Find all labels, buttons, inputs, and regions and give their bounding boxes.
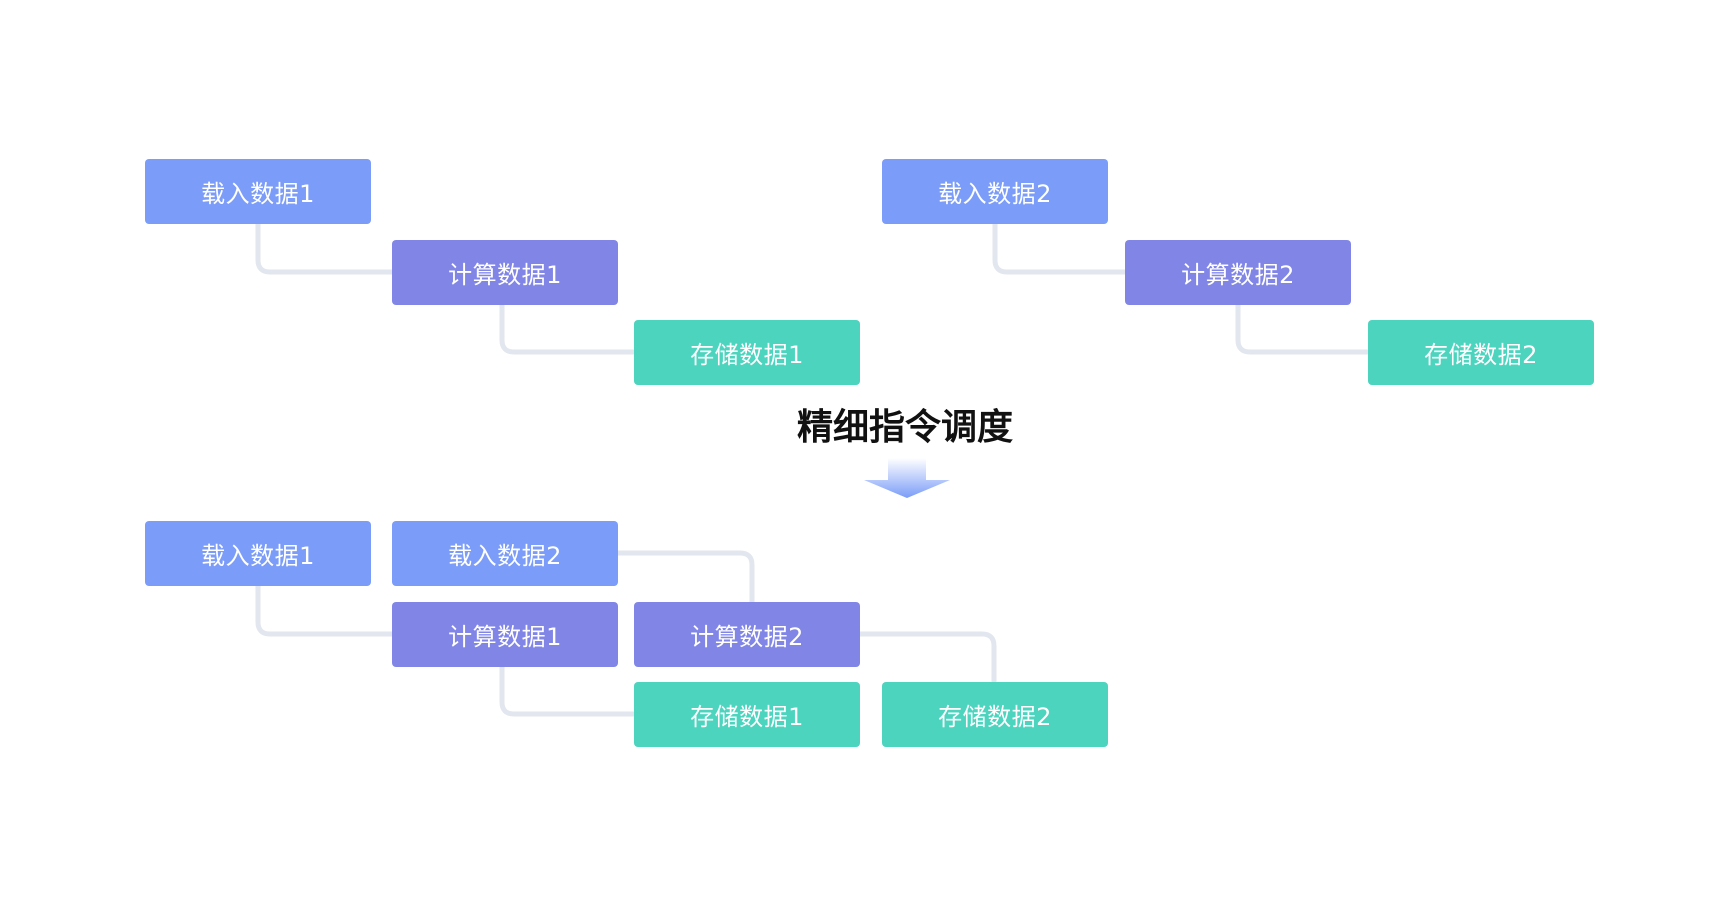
after-load-data-1: 载入数据1 (145, 521, 371, 586)
after-compute-data-2: 计算数据2 (634, 602, 860, 667)
node-label: 载入数据2 (938, 180, 1052, 208)
connector-compute1-store1 (499, 301, 637, 355)
connector-load2-compute2 (992, 221, 1128, 275)
before-store-data-2: 存储数据2 (1368, 320, 1594, 385)
after-load-data-2: 载入数据2 (392, 521, 618, 586)
node-label: 存储数据1 (690, 703, 804, 731)
node-label: 存储数据2 (938, 703, 1052, 731)
connector-load1-compute1 (255, 221, 395, 275)
after-compute-data-1: 计算数据1 (392, 602, 618, 667)
connector-load2-compute2-after (615, 550, 755, 607)
before-load-data-1: 载入数据1 (145, 159, 371, 224)
before-load-data-2: 载入数据2 (882, 159, 1108, 224)
after-store-data-2: 存储数据2 (882, 682, 1108, 747)
node-label: 载入数据1 (201, 180, 315, 208)
connector-compute2-store2 (1235, 301, 1371, 355)
node-label: 存储数据2 (1424, 341, 1538, 369)
connector-compute2-store2-after (857, 631, 997, 687)
node-label: 计算数据1 (448, 623, 562, 651)
before-store-data-1: 存储数据1 (634, 320, 860, 385)
connector-compute1-store1-after (499, 663, 637, 717)
after-store-data-1: 存储数据1 (634, 682, 860, 747)
node-label: 载入数据2 (448, 542, 562, 570)
before-compute-data-1: 计算数据1 (392, 240, 618, 305)
down-arrow-icon (864, 458, 950, 498)
node-label: 载入数据1 (201, 542, 315, 570)
node-label: 计算数据2 (690, 623, 804, 651)
before-compute-data-2: 计算数据2 (1125, 240, 1351, 305)
node-label: 计算数据2 (1181, 261, 1295, 289)
node-label: 存储数据1 (690, 341, 804, 369)
diagram-title: 精细指令调度 (796, 407, 1013, 448)
node-label: 计算数据1 (448, 261, 562, 289)
connector-load1-compute1-after (255, 583, 395, 637)
